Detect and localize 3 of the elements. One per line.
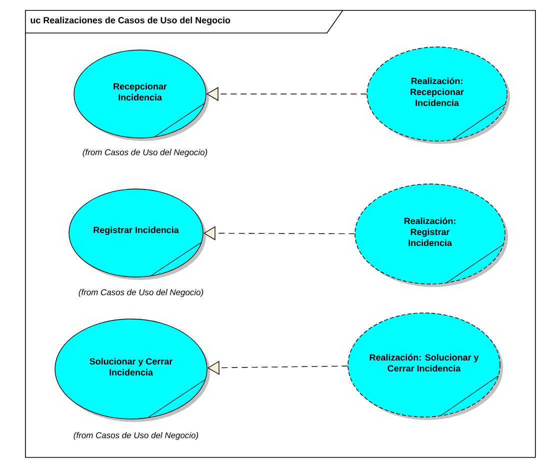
origin-note: (from Casos de Uso del Negocio) — [78, 289, 204, 297]
origin-note: (from Casos de Uso del Negocio) — [74, 432, 198, 440]
origin-note: (from Casos de Uso del Negocio) — [82, 149, 208, 157]
